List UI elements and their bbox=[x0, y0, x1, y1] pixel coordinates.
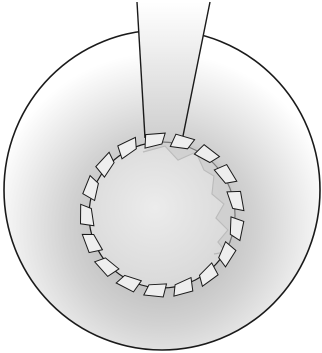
diagram-stage bbox=[0, 0, 322, 353]
iris-shutter-diagram bbox=[0, 0, 322, 353]
